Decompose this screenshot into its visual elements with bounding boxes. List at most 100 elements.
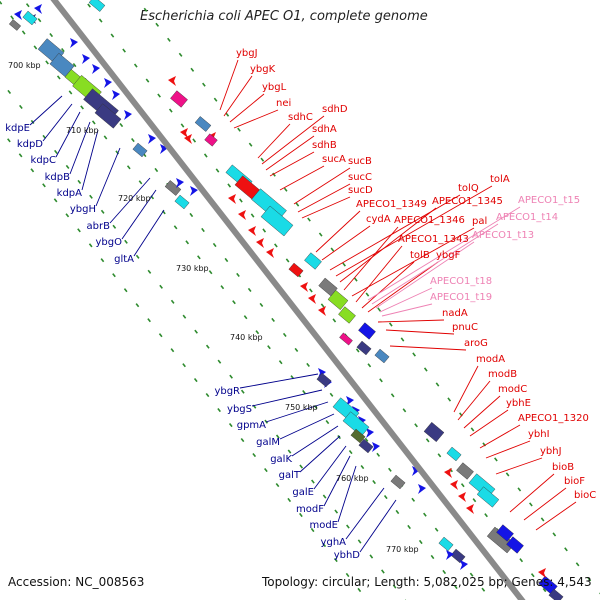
scale-tick <box>272 172 276 177</box>
gene-label[interactable]: ybgR <box>214 386 240 397</box>
gene-label[interactable]: modE <box>309 520 338 531</box>
gene-label[interactable]: pal <box>472 216 487 227</box>
leader-line <box>261 115 325 165</box>
gene-label[interactable]: sucD <box>348 185 373 196</box>
gene-label[interactable]: galE <box>292 487 314 498</box>
gene-label[interactable]: sucB <box>348 156 372 167</box>
gene-label[interactable]: sdhC <box>288 112 313 123</box>
gene-label[interactable]: pnuC <box>452 322 478 333</box>
gene-label[interactable]: APECO1_t15 <box>518 195 580 206</box>
gene-block <box>496 524 514 542</box>
scale-tick <box>377 307 381 312</box>
gene-label[interactable]: gltA <box>114 254 134 265</box>
gene-label[interactable]: abrB <box>87 221 111 232</box>
kbp-label: 700 kbp <box>8 61 41 70</box>
gene-label[interactable]: modA <box>476 354 505 365</box>
gene-label[interactable]: kdpA <box>57 188 82 199</box>
gene-block <box>174 194 190 210</box>
gene-arrow <box>70 38 78 48</box>
gene-label[interactable]: APECO1_t13 <box>472 230 534 241</box>
gene-label[interactable]: tolQ <box>458 183 479 194</box>
scale-tick <box>138 180 143 185</box>
scale-tick <box>215 168 220 173</box>
gene-label[interactable]: APECO1_1320 <box>518 413 589 424</box>
gene-label[interactable]: nei <box>276 98 291 109</box>
leader-line <box>453 365 479 413</box>
gene-label[interactable]: cydA <box>366 214 391 225</box>
scale-tick <box>395 509 400 515</box>
gene-label[interactable]: bioB <box>552 462 574 473</box>
gene-label[interactable]: galM <box>256 437 280 448</box>
gene-label[interactable]: ybhD <box>334 550 361 561</box>
gene-label[interactable]: kdpD <box>17 139 43 150</box>
gene-label[interactable]: ybhJ <box>540 446 562 457</box>
gene-arrow <box>104 78 112 88</box>
scale-tick <box>334 557 338 563</box>
gene-arrow <box>460 560 468 570</box>
gene-label[interactable]: ybgJ <box>236 48 258 59</box>
scale-tick <box>100 209 105 214</box>
gene-label[interactable]: aroG <box>464 338 488 349</box>
gene-label[interactable]: nadA <box>442 308 468 319</box>
gene-label[interactable]: sdhD <box>322 104 348 115</box>
scale-tick <box>185 240 190 245</box>
gene-label[interactable]: modC <box>498 384 527 395</box>
scale-tick <box>287 449 292 454</box>
gene-label[interactable]: sdhA <box>312 124 337 135</box>
gene-block <box>374 348 390 364</box>
gene-label[interactable]: ybgF <box>436 250 461 261</box>
gene-label[interactable]: ybgS <box>227 404 252 415</box>
gene-label[interactable]: bioF <box>564 476 585 487</box>
scale-tick <box>220 285 225 290</box>
gene-arrow <box>444 468 452 478</box>
gene-label[interactable]: modF <box>296 504 324 515</box>
gene-label[interactable]: tolB <box>410 250 430 261</box>
gene-label[interactable]: APECO1_1346 <box>394 215 465 226</box>
gene-label[interactable]: ybgK <box>250 64 276 75</box>
scale-tick <box>122 48 126 53</box>
gene-label[interactable]: APECO1_t19 <box>430 292 492 303</box>
gene-arrow <box>238 210 246 220</box>
gene-label[interactable]: ybgL <box>262 82 287 93</box>
gene-label[interactable]: sdhB <box>312 140 337 151</box>
gene-label[interactable]: APECO1_1345 <box>432 196 503 207</box>
gene-label[interactable]: APECO1_t14 <box>496 212 558 223</box>
gene-label[interactable]: tolA <box>490 174 510 185</box>
scale-tick <box>91 120 96 125</box>
gene-label[interactable]: modB <box>488 369 517 380</box>
scale-tick <box>202 82 206 87</box>
gene-arrow <box>82 54 90 64</box>
gene-label[interactable]: sucA <box>322 154 346 165</box>
gene-label[interactable]: gpmA <box>237 420 266 431</box>
gene-block <box>304 252 322 270</box>
gene-label[interactable]: galK <box>270 454 292 465</box>
leader-line <box>385 329 455 335</box>
scale-tick <box>330 247 335 252</box>
scale-tick <box>0 0 3 5</box>
gene-label[interactable]: kdpB <box>45 172 70 183</box>
gene-block <box>456 462 474 480</box>
scale-tick <box>173 225 178 230</box>
scale-tick <box>390 393 395 398</box>
leader-line <box>379 287 433 313</box>
gene-label[interactable]: kdpE <box>5 123 30 134</box>
gene-label[interactable]: APECO1_1349 <box>356 199 427 210</box>
gene-label[interactable]: galT <box>279 470 301 481</box>
gene-label[interactable]: ybhE <box>506 398 531 409</box>
gene-label[interactable]: kdpC <box>31 155 56 166</box>
gene-label[interactable]: bioC <box>574 490 596 501</box>
gene-label[interactable]: APECO1_1343 <box>398 234 469 245</box>
scale-tick <box>205 344 210 349</box>
gene-label[interactable]: ybhI <box>528 429 550 440</box>
leader-line <box>359 499 397 553</box>
leader-line <box>121 189 157 240</box>
gene-label[interactable]: APECO1_t18 <box>430 276 492 287</box>
gene-label[interactable]: ybgO <box>96 237 123 248</box>
scale-tick <box>217 359 222 364</box>
gene-label[interactable]: sucC <box>348 172 372 183</box>
gene-arrow <box>184 134 192 144</box>
scale-tick <box>271 317 275 322</box>
scale-tick <box>65 213 70 218</box>
gene-label[interactable]: yghA <box>321 537 347 548</box>
gene-label[interactable]: ybgH <box>70 204 96 215</box>
